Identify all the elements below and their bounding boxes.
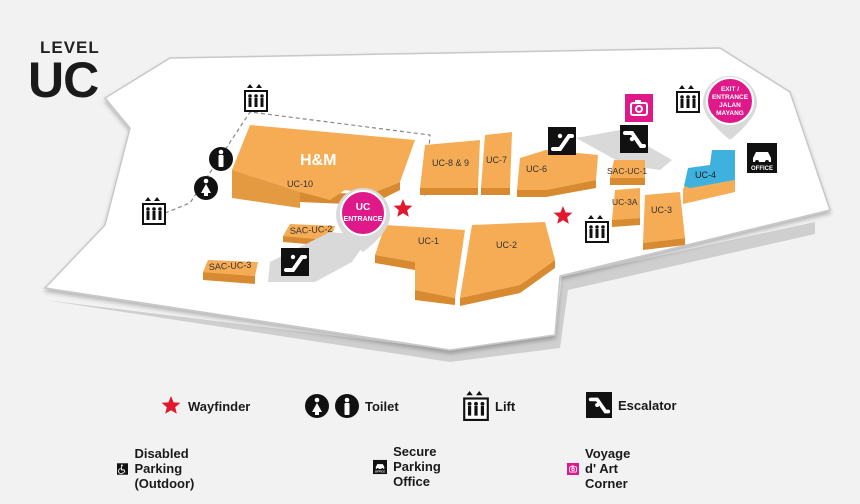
store-sac-uc-1[interactable]	[610, 160, 645, 185]
voyage-camera-icon	[625, 94, 653, 122]
level-code: UC	[28, 52, 99, 108]
legend-lift-label: Lift	[495, 398, 516, 414]
store-uc-3a[interactable]	[612, 188, 640, 227]
store-label-uc-6: UC-6	[526, 164, 547, 174]
store-uc-4[interactable]	[683, 150, 735, 204]
store-uc-2[interactable]	[460, 222, 555, 306]
lift-icon	[585, 215, 609, 243]
escalator-icon	[620, 125, 648, 153]
store-label-uc-10: UC-10	[287, 179, 313, 189]
exit-pin-line-4: MAYANG	[716, 110, 744, 117]
store-label-uc-3: UC-3	[651, 205, 672, 215]
legend-secure-parking: OFFICE Secure Parking Office	[373, 444, 457, 489]
legend-escalator: Escalator	[586, 392, 677, 418]
exit-pin-line-3: JALAN	[719, 102, 741, 109]
uc-entrance-line-1: UC	[356, 202, 370, 213]
lift-icon	[244, 84, 268, 112]
floor-slab-side	[45, 222, 815, 362]
toilet-male-icon	[335, 394, 359, 418]
store-label-uc-1: UC-1	[418, 236, 439, 246]
toilet-male-icon	[209, 147, 233, 171]
legend-voyage: Voyage d' Art Corner	[567, 446, 644, 491]
store-label-uc-3a: UC-3A	[612, 197, 638, 207]
store-label-sac-uc-3: SAC-UC-3	[209, 260, 252, 272]
store-label-uc-8-9: UC-8 & 9	[432, 158, 469, 168]
toilet-female-icon	[194, 176, 218, 200]
store-uc-6[interactable]	[517, 150, 598, 197]
level-label: LEVEL	[40, 38, 100, 57]
store-label-uc-4: UC-4	[695, 170, 716, 180]
exit-pin-line-1: EXIT /	[721, 86, 739, 93]
legend-escalator-label: Escalator	[618, 397, 677, 413]
store-label-uc-7: UC-7	[486, 155, 507, 165]
toilet-female-icon	[305, 394, 329, 418]
wayfinder-star-icon	[393, 199, 413, 217]
legend-voyage-label: Voyage d' Art Corner	[585, 446, 631, 491]
legend-office-icon-label: OFFICE	[375, 469, 385, 473]
wayfinder-star-icon	[161, 396, 181, 414]
escalator-icon	[586, 392, 612, 418]
store-uc-3[interactable]	[643, 192, 685, 250]
secure-parking-office-icon: OFFICE	[373, 459, 388, 474]
voyage-camera-icon	[567, 462, 580, 475]
lift-icon	[142, 197, 166, 225]
store-sac-uc-3[interactable]	[203, 260, 258, 284]
legend-disabled-parking-label: Disabled Parking (Outdoor)	[134, 446, 195, 491]
store-uc-1[interactable]	[375, 225, 465, 305]
legend-wayfinder: Wayfinder	[160, 395, 250, 417]
legend-toilet: Toilet	[305, 394, 399, 418]
escalator-icon	[548, 127, 576, 155]
store-label-sac-uc-1: SAC-UC-1	[607, 166, 647, 176]
legend-toilet-label: Toilet	[365, 398, 399, 414]
secure-parking-office-icon: OFFICE	[747, 143, 777, 173]
exit-pin-line-2: ENTRANCE	[712, 94, 749, 101]
legend-secure-parking-label: Secure Parking Office	[393, 444, 441, 489]
legend-wayfinder-label: Wayfinder	[188, 398, 251, 414]
store-label-sac-uc-2: SAC-UC-2	[290, 224, 333, 236]
wheelchair-icon	[117, 462, 129, 475]
exit-entrance-pin[interactable]: EXIT / ENTRANCE JALAN MAYANG	[703, 76, 757, 140]
office-label: OFFICE	[751, 166, 773, 172]
lift-icon	[676, 85, 700, 113]
uc-entrance-pin[interactable]: UC ENTRANCE	[336, 188, 390, 252]
wayfinder-star-icon	[553, 206, 573, 224]
lift-icon	[463, 391, 489, 421]
store-label-uc-2: UC-2	[496, 240, 517, 250]
legend-lift: Lift	[463, 391, 515, 421]
uc-entrance-line-2: ENTRANCE	[344, 216, 383, 223]
escalator-icon	[281, 248, 309, 276]
store-uc-7[interactable]	[481, 132, 512, 195]
store-uc-8-9[interactable]	[420, 140, 480, 195]
legend-disabled-parking: Disabled Parking (Outdoor)	[117, 446, 209, 491]
store-label-hm: H&M	[300, 152, 336, 169]
